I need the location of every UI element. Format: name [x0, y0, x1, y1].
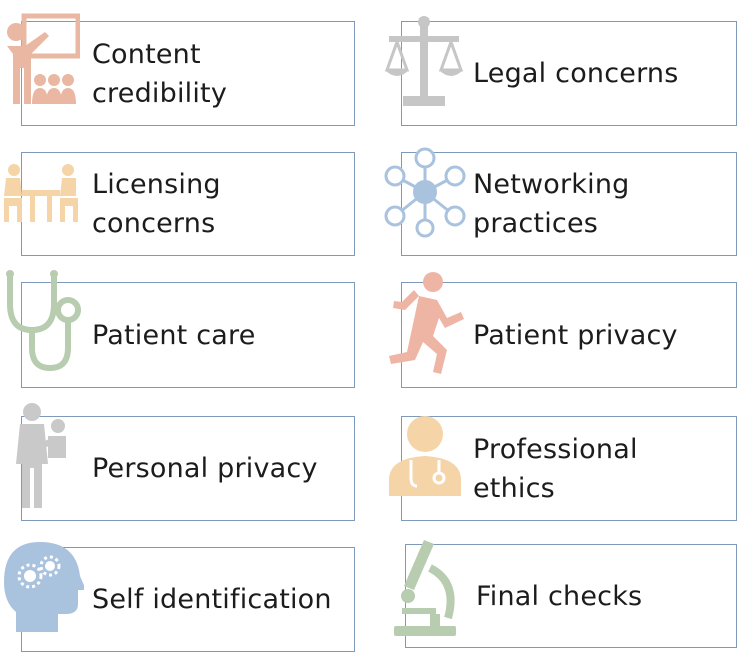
card-final-checks: Final checks [405, 544, 737, 648]
card-networking-practices: Networking practices [401, 152, 737, 256]
card-patient-care: Patient care [21, 282, 355, 388]
head-gears-icon [4, 540, 84, 634]
person-holding-child-icon [12, 402, 72, 510]
stethoscope-icon [2, 270, 82, 374]
running-person-icon [383, 270, 467, 374]
card-label: Patient privacy [473, 319, 678, 351]
card-label: Networking practices [473, 169, 630, 239]
scales-of-justice-icon [383, 14, 465, 110]
card-label: Patient care [92, 319, 256, 351]
card-label: Professional ethics [473, 433, 638, 504]
card-label: Personal privacy [92, 453, 318, 484]
microscope-icon [386, 538, 462, 640]
card-label: Final checks [476, 580, 643, 612]
card-label: Legal concerns [473, 58, 679, 89]
teacher-presentation-icon [2, 12, 80, 108]
card-label: Licensing concerns [92, 169, 221, 239]
card-patient-privacy: Patient privacy [401, 282, 737, 388]
meeting-table-icon [2, 162, 80, 224]
card-personal-privacy: Personal privacy [21, 416, 355, 521]
card-label: Content credibility [92, 38, 228, 109]
network-people-icon [383, 146, 467, 238]
doctor-icon [385, 414, 465, 498]
card-label: Self identification [92, 584, 332, 615]
